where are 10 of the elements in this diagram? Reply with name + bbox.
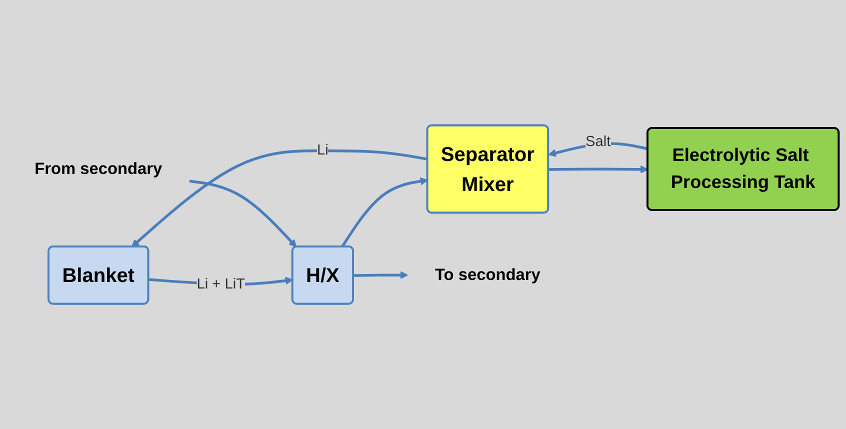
arrow: [548, 165, 648, 174]
arrow: [340, 177, 428, 248]
edge-label: Salt: [586, 134, 611, 150]
arrow: [189, 180, 297, 248]
node-text: To secondary: [435, 266, 540, 284]
arrow: [353, 271, 408, 280]
arrow: [131, 149, 428, 248]
node-text: From secondary: [34, 159, 162, 178]
edge-label: Li: [317, 142, 328, 158]
edge-label: Li + LiT: [196, 276, 245, 292]
